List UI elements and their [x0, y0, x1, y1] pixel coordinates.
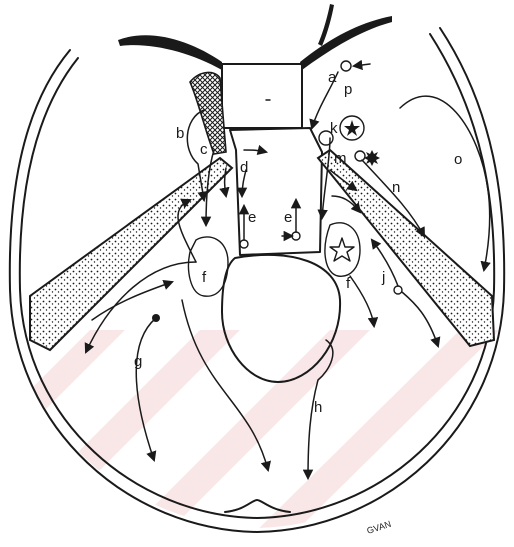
occipital-notch	[225, 500, 290, 512]
label-m: m	[334, 150, 347, 167]
artist-signature: GVAN	[366, 519, 393, 536]
label-c: c	[200, 141, 208, 158]
arrow-f-right	[350, 276, 374, 326]
e-right-foramen	[292, 232, 300, 240]
arrow-k	[322, 138, 330, 218]
arrow-d1	[244, 150, 266, 152]
right-jugular-foramen	[325, 223, 360, 276]
star-marker-f	[330, 238, 354, 261]
label-g: g	[134, 353, 142, 370]
label-e-left: e	[248, 209, 256, 226]
left-jugular-foramen	[189, 237, 228, 296]
label-p: p	[344, 81, 352, 98]
e-left-foramen	[240, 240, 248, 248]
left-lesser-wing	[118, 35, 222, 70]
label-o: o	[454, 151, 462, 168]
label-e-right: e	[284, 209, 292, 226]
j-foramen	[394, 286, 402, 294]
right-petrous-ridge	[318, 150, 494, 346]
k-star-icon	[344, 120, 360, 136]
label-j: j	[381, 269, 385, 286]
label-h: h	[314, 399, 322, 416]
label-b: b	[176, 125, 184, 142]
m-foramen	[355, 151, 365, 161]
right-lesser-wing	[300, 16, 392, 70]
left-clinoid-hatched	[190, 72, 226, 154]
p-foramen	[341, 61, 351, 71]
central-column-top	[222, 64, 302, 128]
arrow-p	[354, 64, 370, 66]
label-f-left: f	[202, 269, 207, 286]
m-asterisk-icon	[364, 150, 380, 166]
label-k: k	[330, 120, 338, 137]
label-n: n	[392, 179, 400, 196]
label-a: a	[328, 69, 337, 86]
label-d: d	[240, 159, 248, 176]
arrow-d3	[225, 168, 227, 196]
right-crista-stroke	[318, 4, 334, 46]
